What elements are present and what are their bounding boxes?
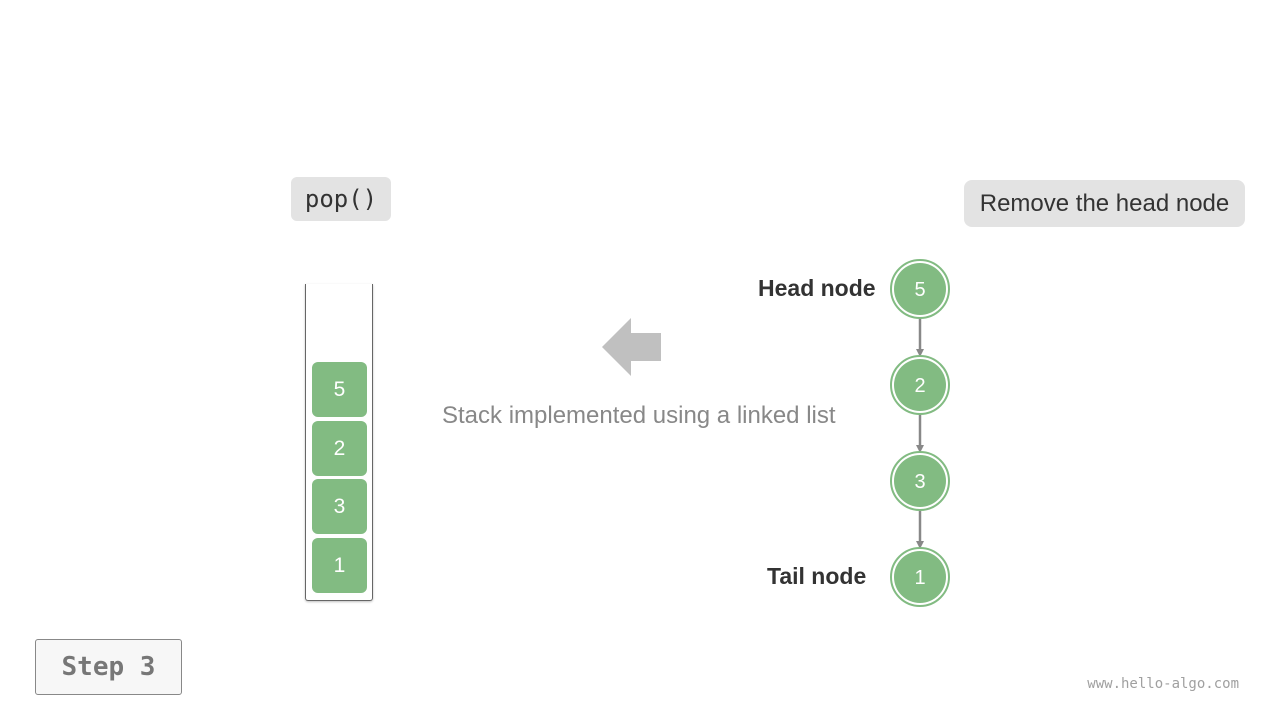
list-node: 1 [890, 547, 950, 607]
step-indicator: Step 3 [35, 639, 182, 695]
diagram-caption: Stack implemented using a linked list [442, 402, 836, 429]
stack-container [305, 284, 373, 601]
stack-item: 2 [312, 421, 367, 476]
list-node: 2 [890, 355, 950, 415]
site-watermark: www.hello-algo.com [1087, 676, 1239, 692]
list-node-value: 3 [914, 471, 925, 493]
head-node-label: Head node [758, 275, 876, 301]
operation-note: Remove the head node [964, 180, 1245, 227]
list-node-value: 2 [914, 375, 925, 397]
linked-list: 5 2 3 1 [890, 259, 950, 607]
list-node: 3 [890, 451, 950, 511]
list-node: 5 [890, 259, 950, 319]
stack-item: 3 [312, 479, 367, 534]
list-node-value: 1 [914, 567, 925, 589]
list-node-value: 5 [914, 279, 925, 301]
left-arrow-icon [602, 318, 661, 376]
stack-item: 5 [312, 362, 367, 417]
operation-label: pop() [291, 177, 391, 221]
tail-node-label: Tail node [767, 563, 867, 589]
stack-item: 1 [312, 538, 367, 593]
